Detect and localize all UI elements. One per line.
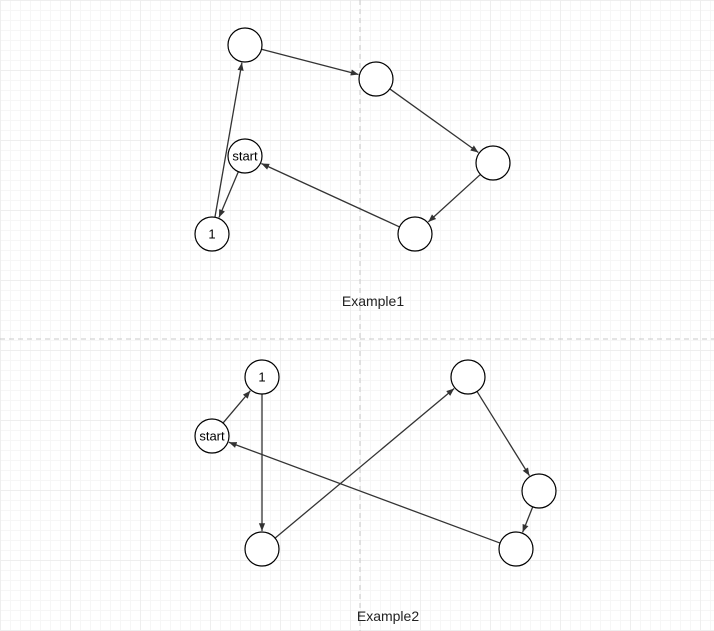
node-b-start: start <box>194 418 230 454</box>
node-circle <box>397 216 433 252</box>
node-circle <box>227 138 263 174</box>
node-circle <box>358 61 394 97</box>
node-b-bl <box>244 531 280 567</box>
edge-a_start-to-a_1 <box>218 171 239 218</box>
node-label: start <box>232 149 258 164</box>
node-circle <box>227 27 263 63</box>
node-circle <box>244 531 280 567</box>
example1-caption: Example1 <box>342 293 404 309</box>
example1-edges <box>214 48 481 228</box>
edge-b_br-to-b_start <box>228 441 501 544</box>
node-a4 <box>397 216 433 252</box>
node-a1 <box>227 27 263 63</box>
node-a3 <box>475 145 511 181</box>
node-circle <box>521 473 557 509</box>
edge-a4-to-a_start <box>261 162 400 228</box>
example2-edges <box>222 388 534 544</box>
example1-nodes: start 1 <box>194 27 511 252</box>
edge-b_r-to-b_br <box>522 506 534 533</box>
edge-a_1-to-a1 <box>214 62 244 218</box>
example2-nodes: 1 start <box>194 359 557 567</box>
node-b-tr <box>450 359 486 395</box>
node-a-start: start <box>227 138 263 174</box>
node-circle <box>498 531 534 567</box>
node-b-1: 1 <box>244 359 280 395</box>
node-b-br <box>498 531 534 567</box>
edge-b_start-to-b_1 <box>222 390 251 424</box>
node-label: 1 <box>258 370 265 385</box>
node-circle <box>194 216 230 252</box>
node-circle <box>194 418 230 454</box>
node-circle <box>475 145 511 181</box>
example2-caption: Example2 <box>357 608 419 624</box>
example1-diagram: start 1 Example1 <box>194 27 511 309</box>
node-circle <box>450 359 486 395</box>
node-a-1: 1 <box>194 216 230 252</box>
node-label: 1 <box>208 227 215 242</box>
node-a2 <box>358 61 394 97</box>
node-b-r <box>521 473 557 509</box>
edge-a3-to-a4 <box>427 173 481 223</box>
edge-a2-to-a3 <box>389 88 479 154</box>
example2-diagram: 1 start Example2 <box>194 359 557 624</box>
edge-b_tr-to-b_r <box>476 391 531 477</box>
edge-b_bl-to-b_tr <box>274 388 455 539</box>
edge-a1-to-a2 <box>261 48 359 76</box>
node-label: start <box>199 429 225 444</box>
node-circle <box>244 359 280 395</box>
